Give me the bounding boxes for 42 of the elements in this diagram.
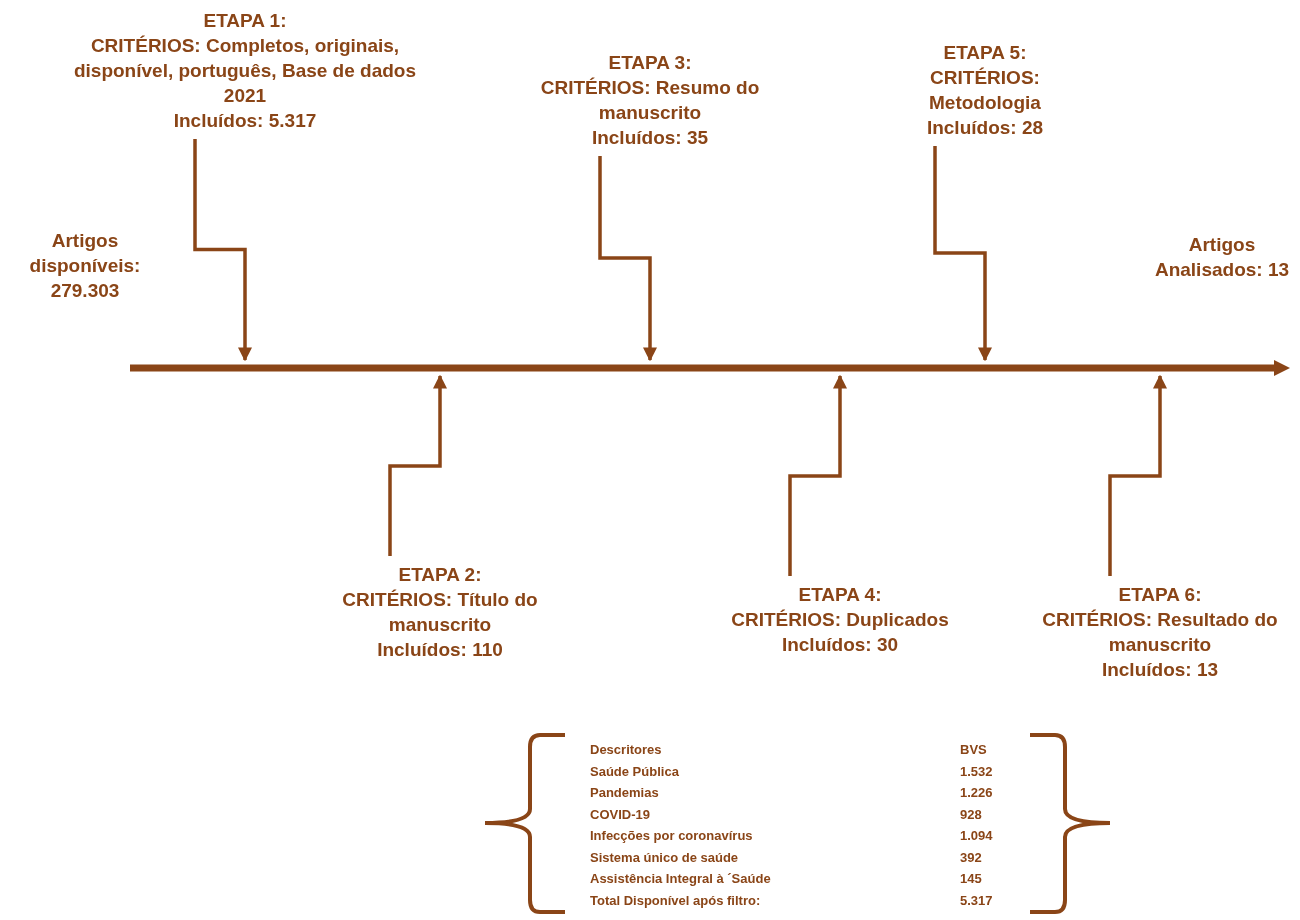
criteria-text: CRITÉRIOS: Metodologia xyxy=(928,66,1042,115)
descriptor-label: COVID-19 xyxy=(590,805,650,824)
stage-heading: ETAPA 5: xyxy=(942,41,1028,65)
included-count: Incluídos: 35 xyxy=(590,126,710,150)
arrow xyxy=(388,374,447,556)
included-count: Incluídos: 13 xyxy=(1100,658,1220,682)
descriptor-label: Assistência Integral à ´Saúde xyxy=(590,870,771,888)
criteria-text: CRITÉRIOS: Título do manuscrito xyxy=(341,588,539,637)
stage-heading: ETAPA 1: xyxy=(202,9,288,33)
arrow xyxy=(788,374,847,576)
count-label: 1.532 xyxy=(960,762,993,781)
article-count: Artigos disponíveis: 279.303 xyxy=(28,229,142,303)
descriptor-label: Descritores xyxy=(590,741,662,759)
criteria-text: CRITÉRIOS: Duplicados xyxy=(730,608,950,632)
count-label: 145 xyxy=(960,870,982,888)
stage-heading: ETAPA 6: xyxy=(1117,583,1203,607)
count-label: BVS xyxy=(960,741,987,759)
stage-heading: ETAPA 2: xyxy=(397,563,483,587)
arrow xyxy=(193,139,252,362)
criteria-text: CRITÉRIOS: Completos, originais, disponível, português, Base de dados 2021 xyxy=(72,34,418,108)
arrow xyxy=(933,146,992,362)
descriptor-label: Total Disponível após filtro: xyxy=(590,891,761,910)
descriptor-label: Pandemias xyxy=(590,784,659,802)
included-count: Incluídos: 30 xyxy=(780,633,900,657)
included-count: Incluídos: 110 xyxy=(376,638,504,662)
arrow xyxy=(598,156,657,362)
stage-heading: ETAPA 3: xyxy=(607,51,693,75)
included-count: Incluídos: 5.317 xyxy=(172,109,318,133)
count-label: 928 xyxy=(960,805,982,824)
count-label: 1.094 xyxy=(960,827,993,845)
article-count: Artigos Analisados: 13 xyxy=(1153,233,1291,282)
criteria-text: CRITÉRIOS: Resumo do manuscrito xyxy=(539,76,761,125)
stage-heading: ETAPA 4: xyxy=(797,583,883,607)
descriptor-label: Sistema único de saúde xyxy=(590,848,739,867)
arrow xyxy=(1108,374,1167,576)
descriptor-label: Saúde Pública xyxy=(590,762,679,781)
criteria-text: CRITÉRIOS: Resultado do manuscrito xyxy=(1041,608,1279,657)
descriptor-label: Infecções por coronavírus xyxy=(590,827,753,845)
count-label: 5.317 xyxy=(960,891,993,910)
count-label: 1.226 xyxy=(960,784,993,802)
count-label: 392 xyxy=(960,848,982,867)
included-count: Incluídos: 28 xyxy=(925,116,1045,140)
